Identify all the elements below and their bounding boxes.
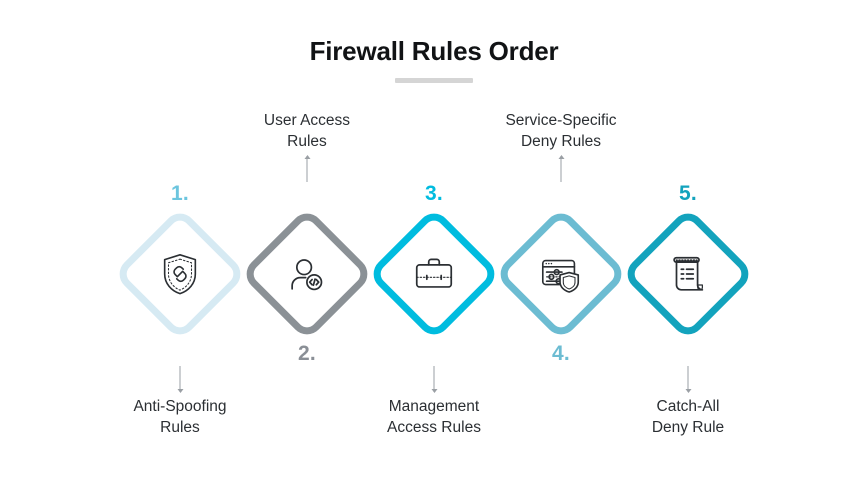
shield-link-icon: [156, 250, 204, 298]
step-connector-1: [177, 366, 183, 393]
step-number-3: 3.: [425, 182, 443, 205]
step-number-1: 1.: [171, 182, 189, 205]
step-diamond-3[interactable]: [368, 208, 500, 340]
step-diamond-1[interactable]: [114, 208, 246, 340]
title-underline: [395, 78, 473, 83]
step-caption-2: User Access Rules: [263, 112, 351, 150]
scroll-document-icon: [664, 250, 712, 298]
step-connector-2: [304, 155, 310, 182]
briefcase-icon: [410, 250, 458, 298]
step-connector-3: [431, 366, 437, 393]
step-caption-3: Management Access Rules: [387, 398, 481, 436]
step-connector-4: [558, 155, 564, 182]
step-caption-1: Anti-Spoofing Rules: [133, 398, 227, 436]
step-number-2: 2.: [298, 342, 316, 365]
step-connector-5: [685, 366, 691, 393]
step-diamond-4[interactable]: [495, 208, 627, 340]
user-code-icon: [283, 250, 331, 298]
step-diamond-2[interactable]: [241, 208, 373, 340]
step-caption-5: Catch-All Deny Rule: [651, 398, 725, 436]
step-caption-4: Service-Specific Deny Rules: [505, 112, 617, 150]
step-diamond-5[interactable]: [622, 208, 754, 340]
step-number-4: 4.: [552, 342, 570, 365]
settings-shield-icon: [537, 250, 585, 298]
page-title: Firewall Rules Order: [309, 36, 559, 66]
step-number-5: 5.: [679, 182, 697, 205]
